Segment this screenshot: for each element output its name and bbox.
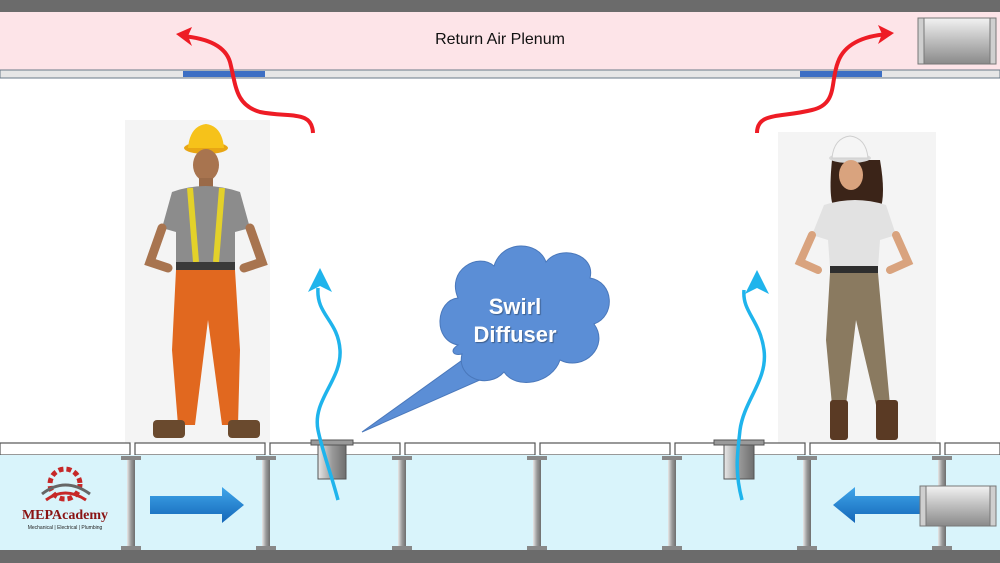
underfloor-flow-arrow-left (833, 487, 920, 523)
mepacademy-logo-icon (41, 466, 91, 502)
callout-line-2: Diffuser (473, 322, 557, 347)
return-air-plenum-label: Return Air Plenum (435, 31, 565, 48)
logo-tagline: Mechanical | Electrical | Plumbing (27, 525, 103, 531)
female-worker-figure (778, 132, 936, 445)
top-slab (0, 0, 1000, 12)
supply-air-arrow-left (308, 268, 342, 501)
raised-floor (0, 442, 1000, 456)
ceiling (0, 69, 1000, 79)
return-air-plenum (0, 12, 1000, 70)
underfloor-flow-arrow-right (150, 487, 244, 523)
male-worker-figure (125, 120, 270, 445)
swirl-diffuser-callout (361, 245, 610, 433)
ceiling-return-grille-left (183, 71, 265, 77)
return-air-arrow-left (176, 27, 315, 134)
logo-name: MEPAcademy (21, 508, 109, 523)
bottom-slab (0, 550, 1000, 563)
callout-line-1: Swirl (488, 294, 542, 319)
callout-text: Swirl Diffuser (440, 293, 590, 349)
ceiling-return-grille-right (800, 71, 882, 77)
return-duct-icon (917, 17, 997, 65)
supply-air-arrow-right (735, 270, 769, 501)
supply-duct-icon (919, 485, 997, 527)
return-air-arrow-right (755, 25, 894, 134)
